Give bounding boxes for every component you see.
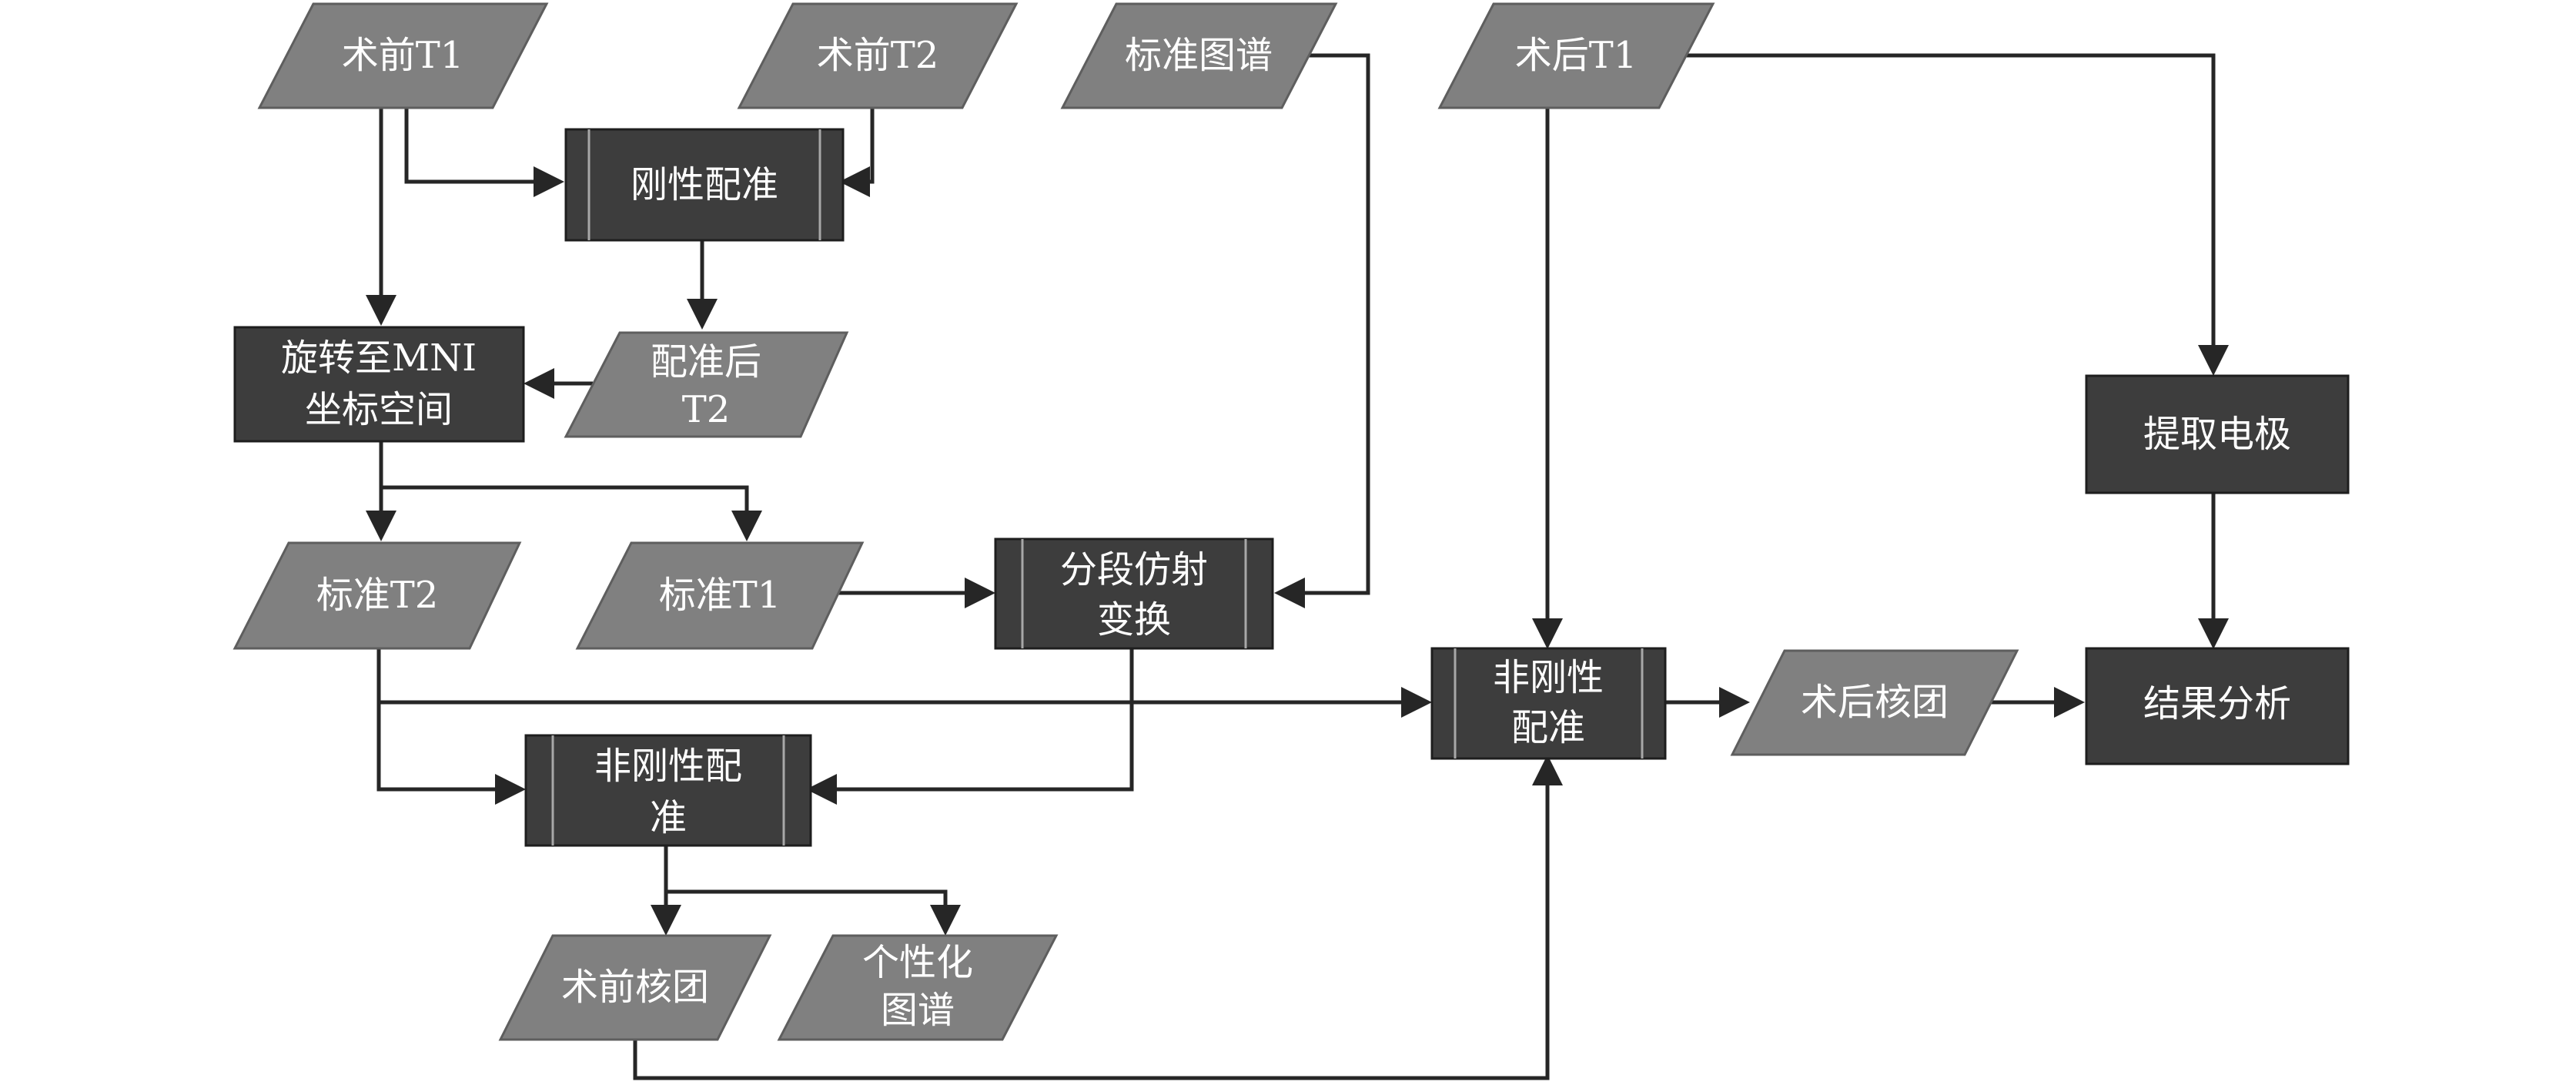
edge-pre-t1-to-rigid bbox=[404, 108, 564, 197]
edge-pre-nuclei-to-nonrigid-right bbox=[633, 755, 1563, 1080]
node-label: 标准T2 bbox=[316, 574, 439, 617]
data-node-registered-t2: 配准后 T2 bbox=[564, 331, 849, 438]
node-label: 术前T1 bbox=[342, 34, 464, 77]
parallelogram-shape bbox=[1060, 2, 1338, 109]
edge-rotate-to-stdt1 bbox=[381, 485, 762, 541]
parallelogram-shape bbox=[1730, 649, 2019, 756]
process-node-nonrigid-left: 非刚性配 准 bbox=[524, 734, 812, 847]
data-node-personal-atlas: 个性化 图谱 bbox=[777, 934, 1059, 1041]
node-label-line2: 准 bbox=[650, 796, 687, 839]
data-node-standard-t1: 标准T1 bbox=[575, 541, 865, 650]
parallelogram-shape bbox=[498, 934, 772, 1041]
edge-atlas-to-piecewise bbox=[1274, 53, 1370, 608]
node-label-line1: 旋转至MNI bbox=[281, 337, 477, 380]
edge-stdt2-to-nonrigid-left bbox=[376, 648, 526, 805]
process-node-extract-electrodes: 提取电极 bbox=[2085, 374, 2350, 494]
edge-post-t1-to-extract bbox=[1678, 53, 2229, 376]
edge-piecewise-to-nonrigid-left bbox=[806, 648, 1134, 805]
node-label: 结果分析 bbox=[2143, 682, 2291, 725]
node-label: 标准T1 bbox=[659, 574, 781, 617]
parallelogram-shape bbox=[737, 2, 1019, 109]
edges bbox=[366, 53, 2229, 1080]
process-node-rotate-to-mni: 旋转至MNI 坐标空间 bbox=[233, 326, 525, 443]
data-node-pre-nuclei: 术前核团 bbox=[498, 934, 772, 1041]
parallelogram-shape bbox=[777, 934, 1059, 1041]
node-label: 术前T2 bbox=[817, 34, 939, 77]
parallelogram-shape bbox=[575, 541, 865, 650]
node-label: 术后核团 bbox=[1801, 681, 1949, 724]
node-label-line2: 图谱 bbox=[881, 989, 955, 1032]
process-node-nonrigid-right: 非刚性 配准 bbox=[1430, 647, 1667, 760]
parallelogram-shape bbox=[257, 2, 549, 109]
node-label-line2: 变换 bbox=[1097, 598, 1171, 641]
process-shape bbox=[1430, 647, 1667, 760]
parallelogram-shape bbox=[233, 541, 522, 650]
node-label-line1: 非刚性 bbox=[1493, 656, 1604, 699]
process-shape bbox=[2085, 374, 2350, 494]
node-label-line1: 非刚性配 bbox=[594, 745, 742, 788]
process-node-rigid-registration: 刚性配准 bbox=[564, 128, 845, 242]
parallelogram-shape bbox=[564, 331, 849, 438]
node-label: 刚性配准 bbox=[631, 163, 778, 206]
edge-pre-t2-to-rigid bbox=[839, 108, 875, 197]
node-label: 标准图谱 bbox=[1125, 34, 1273, 77]
node-label: 提取电极 bbox=[2143, 413, 2291, 456]
parallelogram-shape bbox=[1437, 2, 1715, 109]
process-node-result-analysis: 结果分析 bbox=[2085, 647, 2350, 765]
process-shape bbox=[2085, 647, 2350, 765]
data-node-pre-t2: 术前T2 bbox=[737, 2, 1019, 109]
process-node-piecewise-affine: 分段仿射 变换 bbox=[994, 537, 1274, 650]
data-node-pre-t1: 术前T1 bbox=[257, 2, 549, 109]
process-shape bbox=[524, 734, 812, 847]
node-label-line2: 坐标空间 bbox=[305, 388, 453, 431]
node-label-line2: 配准 bbox=[1511, 706, 1585, 749]
node-label-line1: 个性化 bbox=[862, 941, 973, 984]
data-node-standard-t2: 标准T2 bbox=[233, 541, 522, 650]
process-shape bbox=[233, 326, 525, 443]
edge-nonrigid-to-personal-atlas bbox=[666, 889, 961, 936]
data-node-post-nuclei: 术后核团 bbox=[1730, 649, 2019, 756]
data-node-atlas: 标准图谱 bbox=[1060, 2, 1338, 109]
data-node-post-t1: 术后T1 bbox=[1437, 2, 1715, 109]
node-label-line2: T2 bbox=[682, 388, 731, 431]
node-label-line1: 分段仿射 bbox=[1060, 548, 1208, 591]
node-label: 术前核团 bbox=[561, 966, 709, 1009]
node-label-line1: 配准后 bbox=[651, 340, 761, 383]
node-label: 术后T1 bbox=[1515, 34, 1638, 77]
process-shape bbox=[994, 537, 1274, 650]
process-shape bbox=[564, 128, 845, 242]
